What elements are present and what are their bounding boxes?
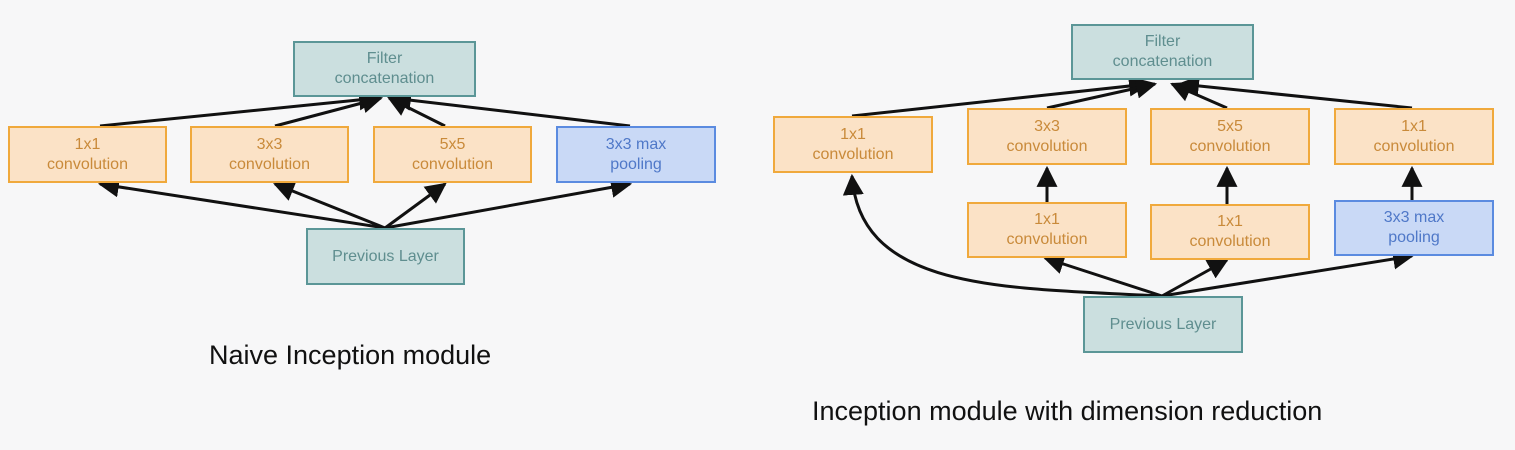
reduced-bottom-1x1-convolution-a: 1x1 convolution	[967, 202, 1127, 258]
reduced-top-1x1-convolution-right: 1x1 convolution	[1334, 108, 1494, 165]
box-line1: 1x1	[840, 125, 866, 143]
box-line1: 1x1	[1034, 211, 1060, 228]
naive-3x3-convolution: 3x3 convolution	[190, 126, 349, 183]
naive-3x3-max-pooling: 3x3 max pooling	[556, 126, 716, 183]
reduced-previous-layer: Previous Layer	[1083, 296, 1243, 353]
arrow-t2-to-concat	[1046, 77, 1158, 110]
box-line2: convolution	[1189, 233, 1271, 250]
arrow-prev-to-b1	[1043, 253, 1163, 298]
box-line2: convolution	[47, 155, 128, 173]
box-line1: 1x1	[1217, 213, 1243, 230]
reduced-filter-concatenation: Filter concatenation	[1071, 24, 1254, 80]
naive-5x5-convolution: 5x5 convolution	[373, 126, 532, 183]
box-line1: 1x1	[74, 135, 101, 153]
box-line2: pooling	[1388, 229, 1440, 246]
box-line1: 1x1	[1401, 117, 1427, 135]
reduced-top-1x1-convolution-left: 1x1 convolution	[773, 116, 933, 173]
naive-previous-layer: Previous Layer	[306, 228, 465, 285]
box-line2: pooling	[610, 155, 662, 173]
naive-1x1-convolution: 1x1 convolution	[8, 126, 167, 183]
arrow-prev-to-1x1	[97, 176, 386, 230]
reduced-filter-concat-line2: concatenation	[1112, 53, 1213, 70]
arrow-t4-to-concat	[1177, 75, 1413, 110]
naive-caption: Naive Inception module	[209, 340, 492, 370]
arrow-prev-to-5x5	[384, 182, 447, 230]
arrow-prev-to-3x3	[273, 181, 386, 230]
reduced-caption: Inception module with dimension reductio…	[812, 396, 1323, 426]
box-line1: 5x5	[439, 135, 466, 153]
box-line1: 5x5	[1217, 117, 1243, 135]
arrow-prev-to-pool	[384, 177, 633, 230]
arrow-prev-to-left-1x1	[842, 173, 1163, 298]
naive-filter-concatenation: Filter concatenation	[293, 41, 476, 97]
box-line2: convolution	[1189, 137, 1271, 155]
box-line1: 3x3 max	[605, 135, 667, 153]
box-line2: convolution	[1006, 231, 1088, 248]
reduced-previous-layer-label: Previous Layer	[1109, 315, 1217, 333]
box-line2: convolution	[412, 155, 493, 173]
box-line2: convolution	[1006, 137, 1088, 155]
box-line2: convolution	[1373, 137, 1455, 155]
reduced-bottom-3x3-max-pooling: 3x3 max pooling	[1334, 200, 1494, 256]
arrow-3x3-to-concat	[274, 92, 384, 128]
reduced-top-5x5-convolution: 5x5 convolution	[1150, 108, 1310, 165]
box-line2: convolution	[229, 155, 310, 173]
arrow-pool-to-concat	[389, 89, 631, 128]
naive-filter-concat-line2: concatenation	[334, 70, 435, 87]
arrow-prev-to-b2	[1161, 258, 1229, 298]
box-line2: convolution	[812, 145, 894, 163]
reduced-filter-concat-line1: Filter	[1144, 33, 1181, 50]
reduced-bottom-1x1-convolution-b: 1x1 convolution	[1150, 204, 1310, 260]
box-line1: 3x3	[1034, 117, 1060, 135]
arrow-t1-to-concat	[851, 75, 1151, 118]
naive-filter-concat-line1: Filter	[366, 50, 403, 67]
arrow-1x1-to-concat	[99, 89, 381, 128]
arrow-prev-to-b3	[1161, 248, 1415, 298]
box-line1: 3x3 max	[1383, 209, 1445, 226]
reduced-top-3x3-convolution: 3x3 convolution	[967, 108, 1127, 165]
box-line1: 3x3	[256, 135, 283, 153]
naive-previous-layer-label: Previous Layer	[332, 247, 439, 265]
